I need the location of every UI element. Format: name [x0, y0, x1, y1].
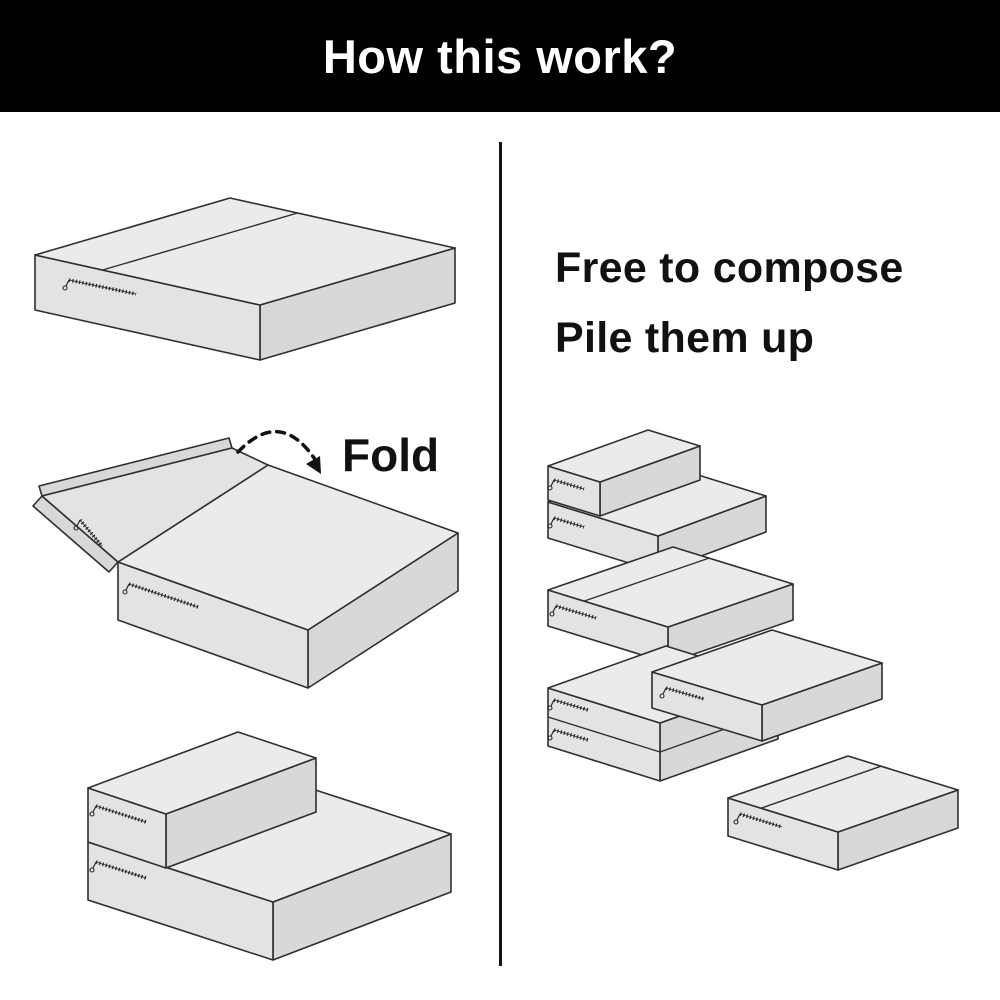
- folded-steps-illustration: [87, 731, 452, 961]
- single-mattress-illustration: [547, 546, 794, 664]
- right-heading-line2: Pile them up: [555, 314, 815, 362]
- two-step-pile-illustration: [547, 429, 767, 573]
- header-banner: How this work?: [0, 0, 1000, 112]
- flat-mattress-illustration: [34, 197, 456, 361]
- offset-mattress-illustration: [727, 755, 959, 871]
- right-heading-line1: Free to compose: [555, 244, 904, 292]
- page-title: How this work?: [322, 29, 678, 83]
- column-divider: [499, 142, 502, 966]
- fold-label: Fold: [342, 429, 440, 481]
- stack-pile-illustration: [547, 629, 883, 782]
